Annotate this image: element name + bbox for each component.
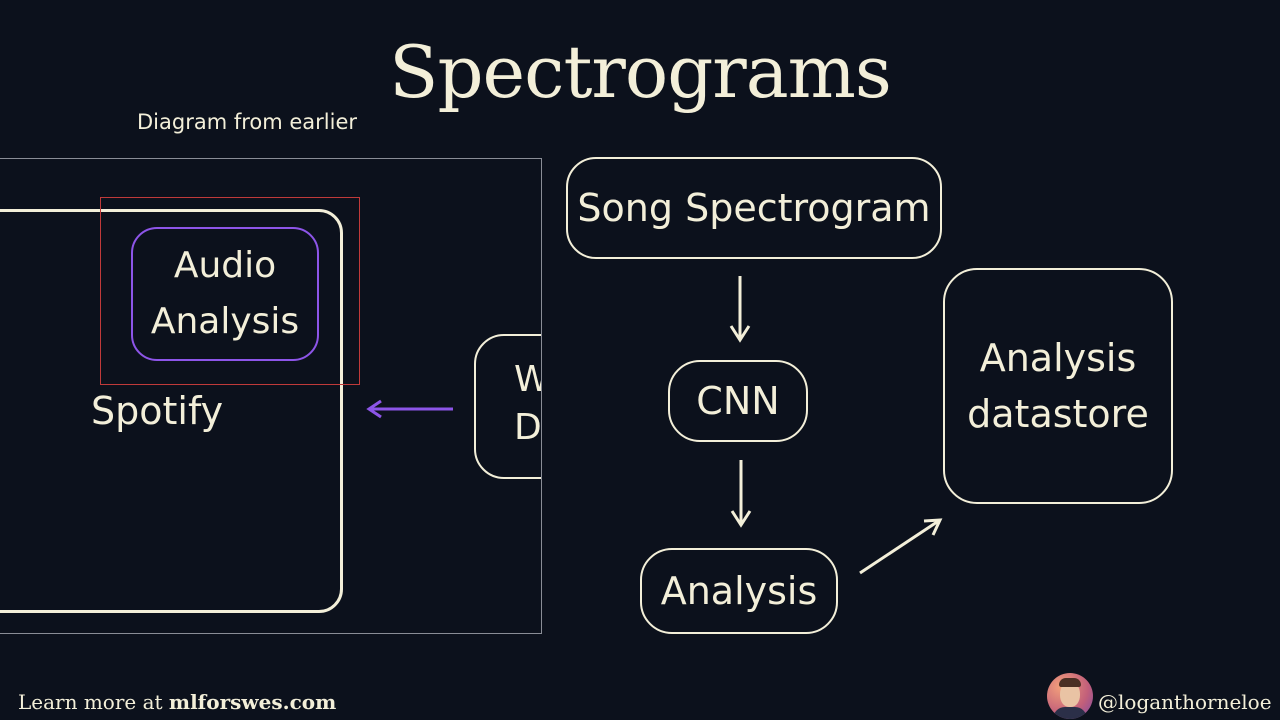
footer-learn-more: Learn more at mlforswes.com xyxy=(18,690,336,714)
analysis-node: Analysis xyxy=(640,548,838,634)
earlier-diagram-inset: Audio Analysis Spotify W D xyxy=(0,158,542,634)
audio-analysis-node: Audio Analysis xyxy=(131,227,319,361)
footer-prefix: Learn more at xyxy=(18,690,169,714)
inset-caption: Diagram from earlier xyxy=(137,110,358,134)
author-avatar xyxy=(1047,673,1093,719)
arrow-analysis-to-datastore-icon xyxy=(859,518,943,575)
audio-analysis-line2: Analysis xyxy=(150,301,300,342)
datastore-line1: Analysis xyxy=(979,336,1137,380)
song-spectrogram-node: Song Spectrogram xyxy=(566,157,942,259)
cut-off-line2: D xyxy=(514,407,542,448)
arrow-cnn-to-analysis-icon xyxy=(730,460,752,528)
cnn-node: CNN xyxy=(668,360,808,442)
spotify-label: Spotify xyxy=(91,389,224,433)
arrow-song-to-cnn-icon xyxy=(729,276,751,343)
cut-off-line1: W xyxy=(514,356,541,404)
highlight-rectangle xyxy=(100,197,360,385)
slide-title: Spectrograms xyxy=(389,30,892,114)
author-handle[interactable]: @loganthorneloe xyxy=(1098,690,1272,714)
analysis-datastore-node: Analysis datastore xyxy=(943,268,1173,504)
purple-arrow-left-icon xyxy=(366,399,453,419)
audio-analysis-line1: Audio xyxy=(173,245,277,286)
datastore-line2: datastore xyxy=(967,392,1149,436)
spotify-container xyxy=(0,209,343,613)
footer-site-link[interactable]: mlforswes.com xyxy=(168,690,337,714)
cut-off-node: W D xyxy=(474,334,542,479)
